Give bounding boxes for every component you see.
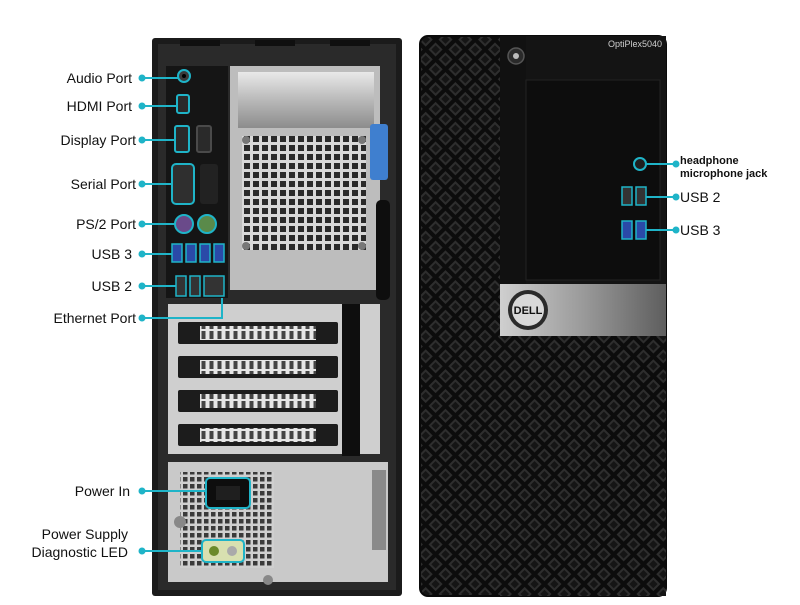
label-psu-led-line1: Power Supply — [41, 526, 128, 542]
callouts — [138, 74, 680, 555]
fan-grille — [242, 136, 366, 250]
label-usb2-rear: USB 2 — [91, 278, 132, 294]
label-psu-led: Power Supply Diagnostic LED — [0, 525, 129, 561]
model-name: OptiPlex5040 — [608, 39, 662, 49]
latch — [370, 124, 388, 180]
label-usb2-front: USB 2 — [680, 189, 721, 205]
label-hdmi-port: HDMI Port — [66, 98, 132, 114]
label-audio-port: Audio Port — [66, 70, 132, 86]
label-headphone-jack: headphone microphone jack — [680, 155, 767, 181]
label-headphone-line1: headphone — [680, 155, 739, 167]
label-power-in: Power In — [74, 483, 130, 499]
label-ps2-port: PS/2 Port — [76, 216, 136, 232]
label-display-port: Display Port — [60, 132, 136, 148]
front-tower — [419, 35, 667, 597]
label-usb3-front: USB 3 — [680, 222, 721, 238]
dell-logo: DELL — [514, 305, 543, 317]
label-usb3-rear: USB 3 — [91, 246, 132, 262]
label-headphone-line2: microphone jack — [680, 168, 768, 180]
label-ethernet-port: Ethernet Port — [53, 310, 137, 326]
label-psu-led-line2: Diagnostic LED — [31, 544, 129, 560]
label-serial-port: Serial Port — [70, 176, 136, 192]
